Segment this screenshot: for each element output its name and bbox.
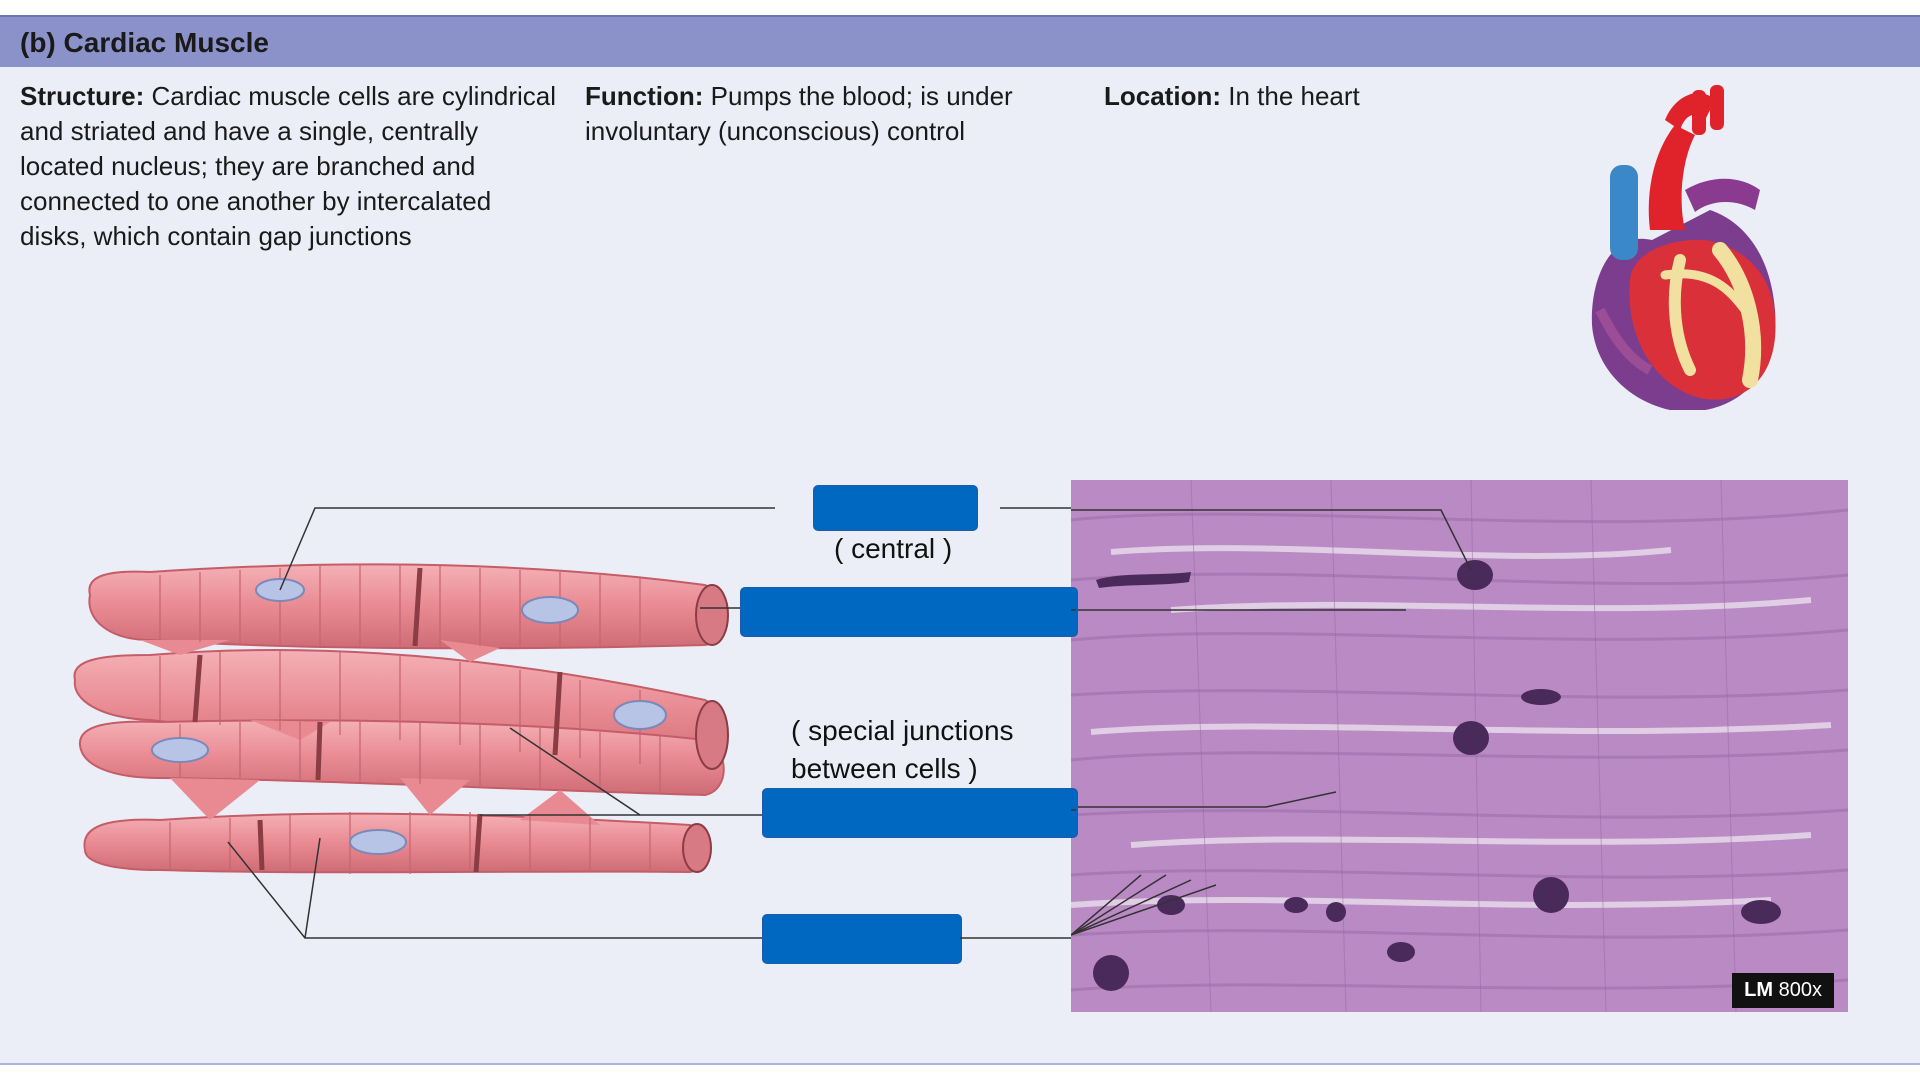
cardiac-cell-illustration: [73, 507, 775, 939]
magnification-badge: LM 800x: [1732, 973, 1834, 1008]
panel-header: (b) Cardiac Muscle: [0, 15, 1920, 67]
structure-text: Structure: Cardiac muscle cells are cyli…: [20, 79, 580, 254]
structure-line-5: disks, which contain gap junctions: [20, 221, 412, 251]
structure-line-3: located nucleus; they are branched and: [20, 151, 476, 181]
magnification-badge-value: 800x: [1773, 979, 1822, 1001]
hint-special-junctions: ( special junctions between cells ): [791, 712, 1014, 788]
function-text: Function: Pumps the blood; is under invo…: [585, 79, 1065, 149]
label-box-muscle-cell[interactable]: [762, 914, 962, 964]
location-value: In the heart: [1221, 81, 1360, 111]
panel-title: (b) Cardiac Muscle: [20, 27, 269, 58]
function-line-2: involuntary (unconscious) control: [585, 116, 966, 146]
hint-junctions-line-1: ( special junctions: [791, 715, 1014, 746]
structure-line-2: and striated and have a single, centrall…: [20, 116, 479, 146]
hint-junctions-line-2: between cells ): [791, 753, 978, 784]
location-text: Location: In the heart: [1104, 79, 1504, 114]
label-box-nucleus[interactable]: [813, 485, 978, 531]
structure-label: Structure:: [20, 81, 145, 111]
structure-line-1: Cardiac muscle cells are cylindrical: [144, 81, 557, 111]
label-box-striations[interactable]: [740, 587, 1078, 637]
function-label: Function:: [585, 81, 704, 111]
light-micrograph: LM 800x: [1071, 480, 1848, 1012]
function-line-1: Pumps the blood; is under: [703, 81, 1013, 111]
hint-central: ( central ): [834, 533, 953, 564]
structure-line-4: connected to one another by intercalated: [20, 186, 492, 216]
magnification-badge-lm: LM: [1744, 979, 1774, 1001]
label-box-intercalated-disks[interactable]: [762, 788, 1078, 838]
location-label: Location:: [1104, 81, 1221, 111]
heart-illustration: [1591, 85, 1776, 410]
